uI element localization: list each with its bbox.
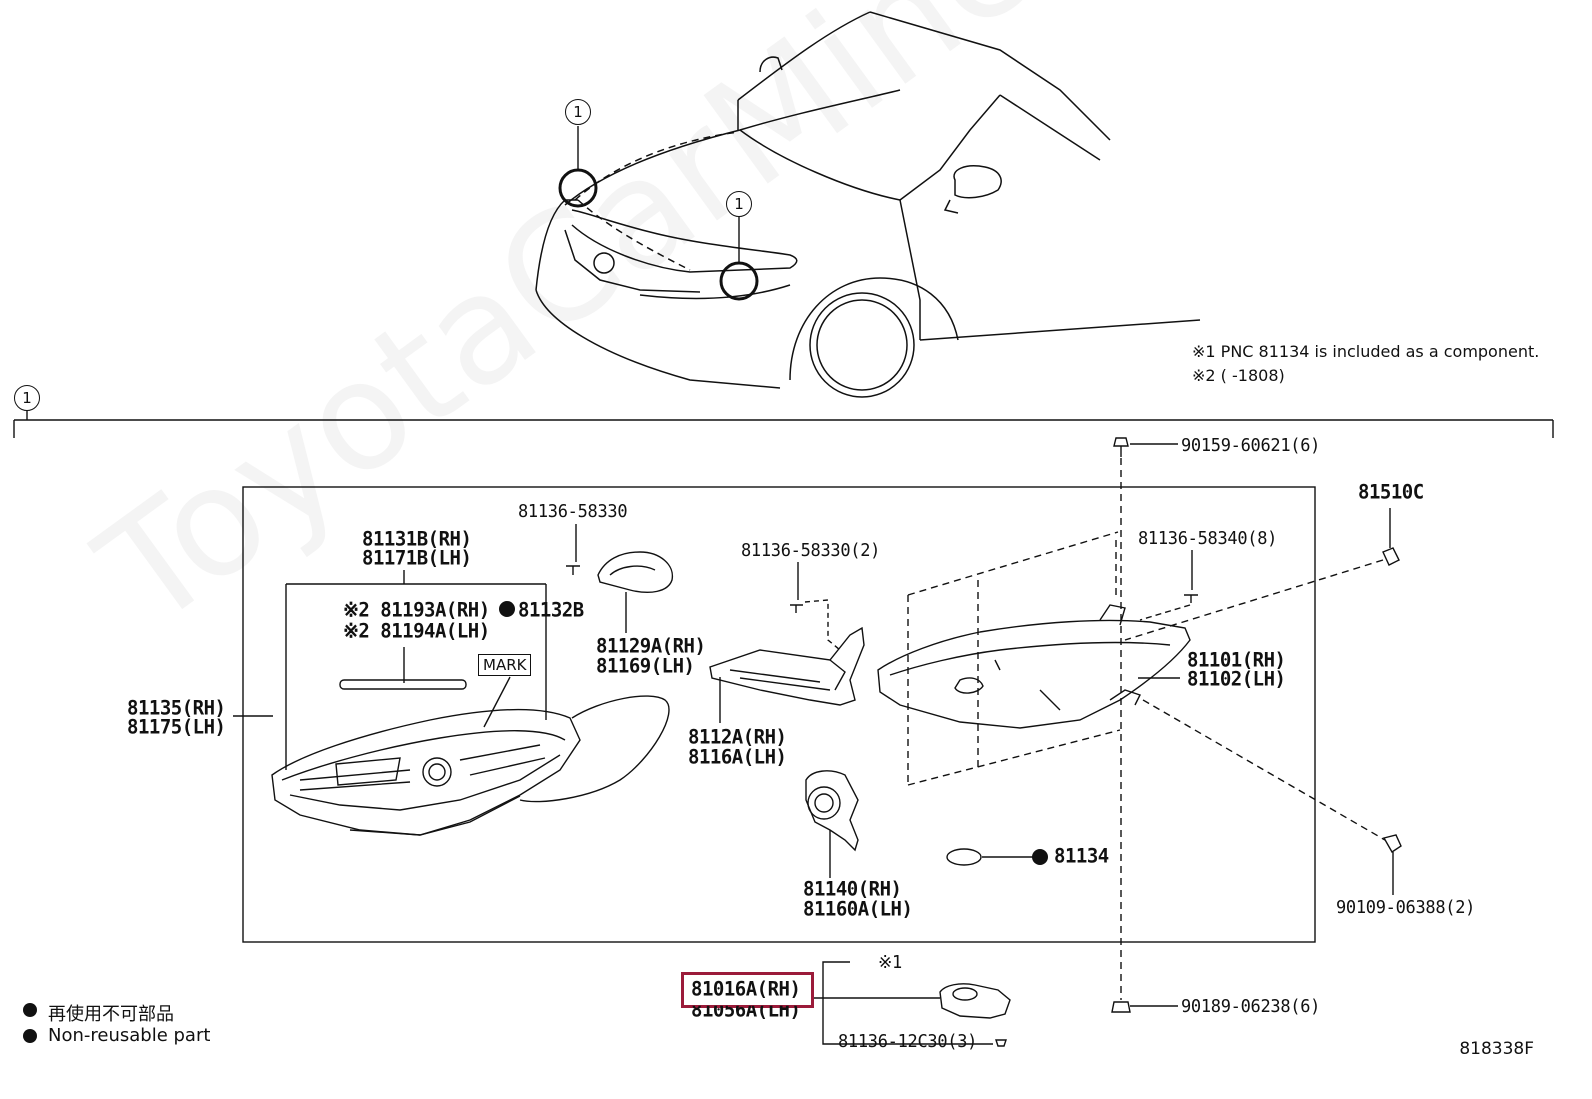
part-label-81135[interactable]: 81135(RH) — [127, 696, 226, 720]
part-label-81136-58330-b[interactable]: 81136-58330(2) — [741, 540, 881, 562]
legend-en: Non-reusable part — [48, 1025, 211, 1046]
diagram-code: 818338F — [1459, 1039, 1534, 1059]
callout-number-1a: 1 — [565, 99, 591, 125]
note-1: ※1 PNC 81134 is included as a component. — [1192, 342, 1540, 361]
part-label-81136-58340[interactable]: 81136-58340(8) — [1138, 528, 1278, 550]
callout-number-1c: 1 — [14, 385, 40, 411]
highlight-box — [681, 972, 814, 1008]
part-label-81101[interactable]: 81101(RH) — [1187, 648, 1286, 672]
part-label-81175[interactable]: 81175(LH) — [127, 715, 226, 739]
part-label-90159-60621[interactable]: 90159-60621(6) — [1181, 435, 1321, 457]
housing-drawing — [877, 604, 1191, 729]
part-label-81136-12c30[interactable]: 81136-12C30(3) — [838, 1031, 978, 1053]
part-label-81132b[interactable]: 81132B — [518, 598, 584, 622]
part-label-81136-58330-a[interactable]: 81136-58330 — [518, 501, 628, 523]
legend-ja: 再使用不可部品 — [48, 1004, 174, 1025]
callout-number-1b: 1 — [726, 191, 752, 217]
part-label-81102[interactable]: 81102(LH) — [1187, 667, 1286, 691]
part-label-81129a[interactable]: 81129A(RH) — [596, 634, 706, 658]
note-2: ※2 ( -1808) — [1192, 366, 1285, 385]
projector-drawing — [805, 770, 859, 852]
part-label-81193a[interactable]: ※2 81193A(RH) — [343, 598, 490, 622]
headlamp-drawing — [271, 695, 670, 836]
part-label-90109-06388[interactable]: 90109-06388(2) — [1336, 897, 1476, 919]
bracket-drawing — [709, 626, 865, 706]
part-label-81056a[interactable]: 81056A(LH) — [691, 998, 801, 1022]
part-label-81160a[interactable]: 81160A(LH) — [803, 897, 913, 921]
part-label-81169[interactable]: 81169(LH) — [596, 654, 695, 678]
part-label-81016a[interactable]: 81016A(RH) — [691, 977, 801, 1001]
part-label-81510c[interactable]: 81510C — [1358, 480, 1424, 504]
part-label-81140[interactable]: 81140(RH) — [803, 877, 902, 901]
part-label-81131b[interactable]: 81131B(RH) — [362, 527, 472, 551]
part-label-8116a[interactable]: 8116A(LH) — [688, 745, 787, 769]
part-label-8112a[interactable]: 8112A(RH) — [688, 725, 787, 749]
car-outline — [535, 11, 1201, 398]
part-label-81171b[interactable]: 81171B(LH) — [362, 546, 472, 570]
ballast-drawing — [939, 983, 1011, 1019]
mark-label: MARK — [478, 654, 532, 676]
part-label-81134[interactable]: 81134 — [1054, 844, 1109, 868]
note1-marker: ※1 — [878, 952, 902, 974]
part-label-90189-06238[interactable]: 90189-06238(6) — [1181, 996, 1321, 1018]
part-label-81194a[interactable]: ※2 81194A(LH) — [343, 619, 490, 643]
